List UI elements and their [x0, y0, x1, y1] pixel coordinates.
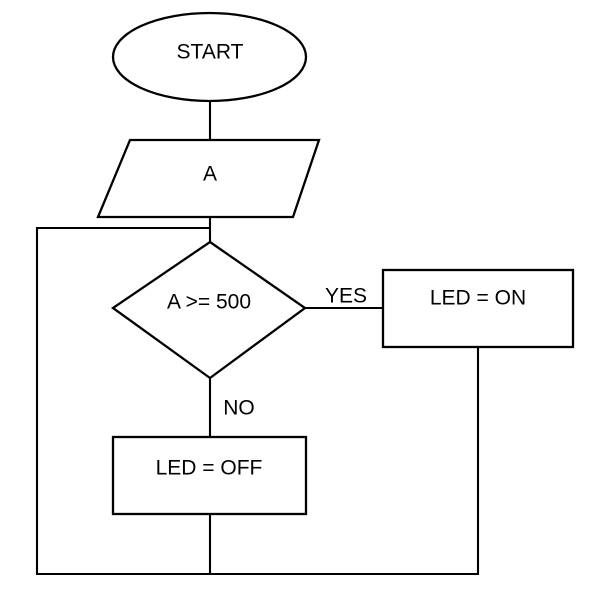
connectors-layer: [35, 101, 480, 576]
input-label: A: [203, 163, 217, 186]
start-label: START: [177, 41, 244, 64]
decision-label: A >= 500: [167, 291, 251, 314]
labels-layer: START A A >= 500 YES LED = ON NO LED = O…: [156, 41, 527, 480]
yes-branch-label: YES: [325, 285, 367, 308]
start-terminator-shape: [111, 11, 308, 103]
input-parallelogram-shape: [96, 138, 321, 219]
led-on-label: LED = ON: [430, 287, 526, 310]
led-off-process-shape: [111, 435, 308, 516]
shapes-layer: [96, 11, 575, 516]
edge-feedback-loop: [35, 226, 480, 576]
no-branch-label: NO: [223, 397, 255, 420]
led-off-label: LED = OFF: [156, 457, 263, 480]
led-on-process-shape: [381, 268, 575, 349]
decision-diamond-shape: [110, 240, 307, 380]
